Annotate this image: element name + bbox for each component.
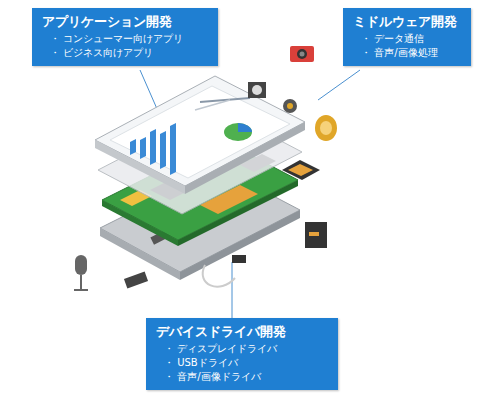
usb-cable xyxy=(203,255,246,287)
list-item: ・ データ通信 xyxy=(353,32,463,46)
phone-screen xyxy=(95,76,305,186)
processor-chip xyxy=(282,160,320,180)
microphone-icon xyxy=(74,255,88,290)
leader-line xyxy=(232,262,233,318)
list-item: ・ 音声/画像ドライバ xyxy=(156,370,330,384)
vibrator xyxy=(283,99,297,113)
screen-display xyxy=(110,86,290,178)
camera-module xyxy=(248,82,266,98)
list-item: ・ USBドライバ xyxy=(156,356,330,370)
list-item: ・ ビジネス向けアプリ xyxy=(42,46,210,60)
connector-part xyxy=(124,272,148,289)
box-heading: ミドルウェア開発 xyxy=(353,13,463,30)
screen-text-line xyxy=(195,100,230,110)
list-item: ・ ディスプレイドライバ xyxy=(156,342,330,356)
callout-box: ミドルウェア開発・ データ通信・ 音声/画像処理 xyxy=(343,8,471,66)
pie-slice xyxy=(238,123,252,132)
callout-box: アプリケーション開発・ コンシューマー向けアプリ・ ビジネス向けアプリ xyxy=(32,8,218,66)
bar-chart xyxy=(130,123,176,175)
pcb-side xyxy=(102,200,178,246)
box-heading: デバイスドライバ開発 xyxy=(156,323,330,340)
sd-card xyxy=(305,222,327,248)
speaker-icon xyxy=(315,115,337,141)
list-item: ・ 音声/画像処理 xyxy=(353,46,463,60)
list-item: ・ コンシューマー向けアプリ xyxy=(42,32,210,46)
camera-icon xyxy=(290,46,314,62)
leader-line xyxy=(318,70,360,100)
box-heading: アプリケーション開発 xyxy=(42,13,210,30)
callout-box: デバイスドライバ開発・ ディスプレイドライバ・ USBドライバ・ 音声/画像ドラ… xyxy=(146,318,338,390)
pie-chart xyxy=(224,123,252,141)
